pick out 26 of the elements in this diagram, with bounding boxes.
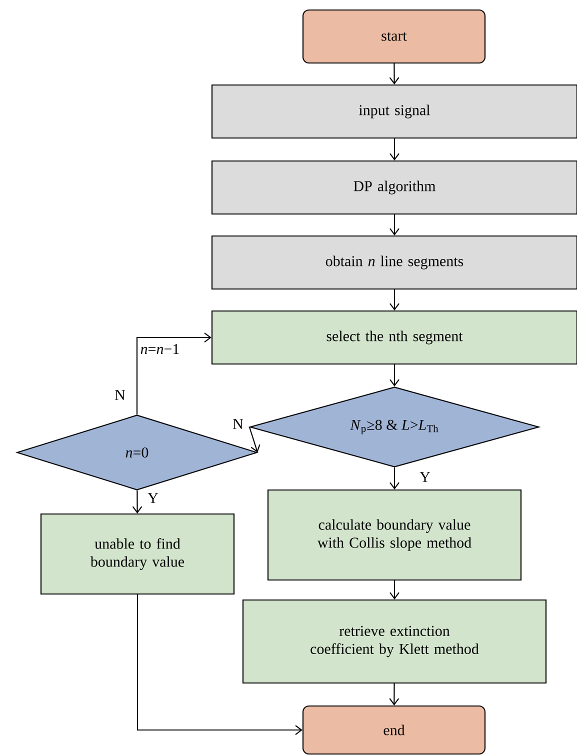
terminal-box: end	[302, 705, 486, 755]
edge-label: Y	[418, 471, 432, 483]
arrow	[390, 138, 400, 160]
arrow	[132, 490, 142, 514]
arrow	[389, 684, 400, 706]
arrow	[390, 290, 400, 310]
arrow	[390, 580, 400, 600]
process-box: unable to find boundary value	[40, 513, 235, 595]
process-box: select the nth segment	[211, 310, 577, 365]
process-box: DP algorithm	[211, 160, 577, 215]
loop-label: n=n−1	[140, 344, 179, 354]
arrow	[389, 64, 400, 84]
edge-label: N	[114, 389, 126, 401]
arrow	[390, 468, 400, 490]
arrow	[248, 426, 260, 452]
edge-label: N	[232, 418, 244, 430]
edge-label: Y	[146, 492, 160, 504]
process-box: obtain n line segments	[211, 235, 577, 290]
arrow	[136, 594, 302, 735]
process-box: input signal	[211, 84, 577, 139]
process-box: retrieve extinction coefficient by Klett method	[242, 599, 547, 684]
arrow	[136, 332, 212, 414]
arrow	[390, 214, 400, 236]
process-box: calculate boundary value with Collis slope method	[267, 489, 522, 581]
arrow	[390, 364, 400, 386]
terminal-box: start	[302, 9, 486, 64]
